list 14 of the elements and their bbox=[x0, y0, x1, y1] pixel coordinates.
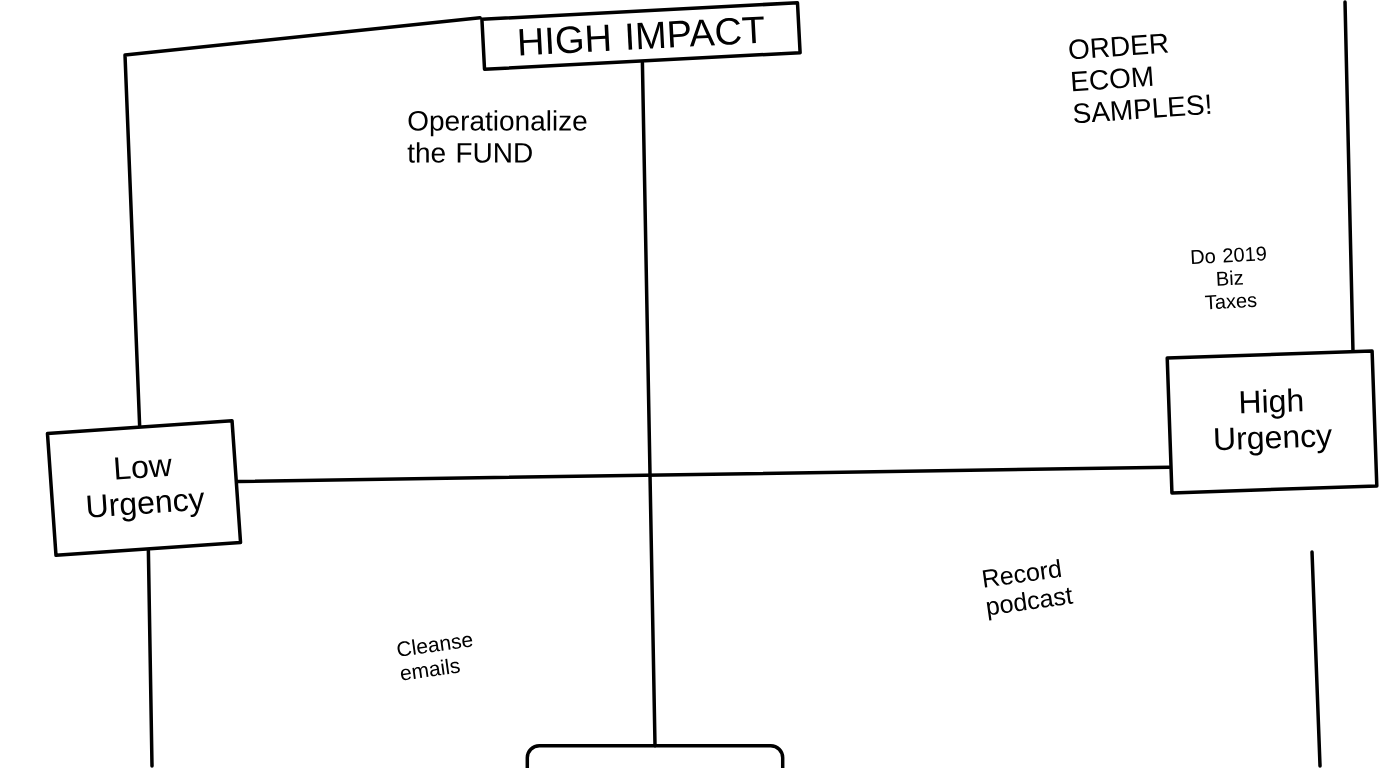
axis-label-box: Low Urgency bbox=[45, 418, 243, 558]
frame-line bbox=[123, 15, 482, 428]
axis-label-box: HIGH IMPACT bbox=[480, 1, 802, 71]
task-note: Do 2019 Biz Taxes bbox=[1191, 246, 1266, 310]
task-note: Record podcast bbox=[982, 558, 1074, 621]
axis-line bbox=[236, 465, 1172, 484]
frame-line bbox=[146, 548, 154, 768]
axis-label-box bbox=[525, 744, 785, 768]
task-note: Operationalize the FUND bbox=[407, 110, 587, 163]
frame-line bbox=[1343, 0, 1355, 352]
task-note: ORDER ECOM SAMPLES! bbox=[1069, 33, 1211, 124]
axis-line bbox=[640, 60, 657, 748]
task-note: Cleanse emails bbox=[397, 635, 473, 681]
axis-label-box: High Urgency bbox=[1165, 349, 1379, 495]
